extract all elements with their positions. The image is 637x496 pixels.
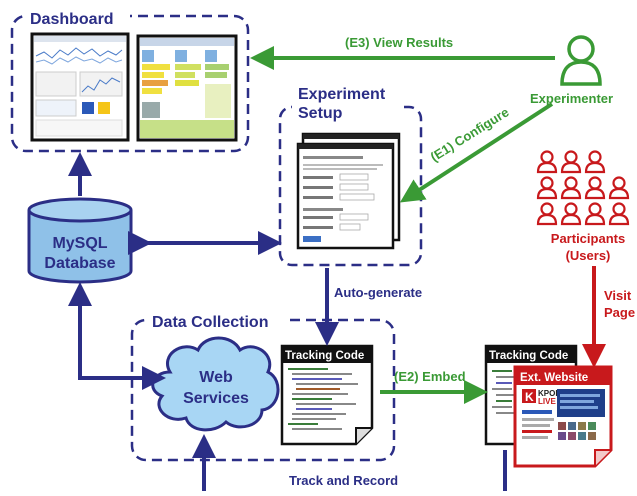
web-services-cloud: Web Services	[151, 336, 280, 432]
tracking-code-label-1: Tracking Code	[285, 350, 364, 362]
participants-label-2: (Users)	[566, 248, 611, 263]
experiment-setup-title-2: Setup	[298, 105, 343, 122]
kpop-logo-text-1: KPOP	[538, 389, 561, 398]
experimenter-label: Experimenter	[530, 91, 613, 106]
participants-label-1: Participants	[551, 231, 625, 246]
web-services-label-2: Services	[183, 390, 249, 407]
experimenter-icon	[560, 35, 602, 86]
track-record-label: Track and Record	[289, 473, 398, 488]
ext-website-doc: Ext. Website K KPOP LIVE	[513, 365, 613, 468]
arrow-webservices-db	[68, 282, 148, 380]
experiment-setup-group: Experiment Setup	[278, 82, 423, 267]
dashboard-title: Dashboard	[30, 11, 114, 28]
data-collection-group: Data Collection Web Services Tracking Co…	[130, 311, 396, 462]
kpop-logo: K KPOP LIVE	[522, 389, 561, 406]
view-results-label: (E3) View Results	[345, 35, 453, 50]
database-label-1: MySQL	[52, 235, 107, 252]
tracking-code-label-2: Tracking Code	[489, 350, 568, 362]
mysql-database: MySQL Database	[27, 197, 133, 284]
web-services-label-1: Web	[199, 369, 233, 386]
svg-text:K: K	[525, 390, 534, 404]
dashboard-screenshot-1	[30, 32, 130, 142]
data-collection-title: Data Collection	[152, 314, 268, 331]
participants-icon	[536, 150, 630, 226]
visit-label-1: Visit	[604, 288, 632, 303]
auto-generate-label: Auto-generate	[334, 285, 422, 300]
tracking-code-doc-1: Tracking Code	[280, 344, 374, 446]
dashboard-group: Dashboard	[10, 8, 250, 153]
kpop-logo-text-2: LIVE	[538, 397, 556, 406]
embed-label: (E2) Embed	[394, 369, 466, 384]
database-label-2: Database	[44, 255, 115, 272]
visit-label-2: Page	[604, 305, 635, 320]
config-form-screenshot	[296, 132, 401, 250]
experiment-setup-title-1: Experiment	[298, 86, 386, 103]
dashboard-screenshot-2	[136, 34, 238, 142]
ext-website-label: Ext. Website	[520, 372, 588, 384]
arrow-configure	[399, 102, 554, 203]
